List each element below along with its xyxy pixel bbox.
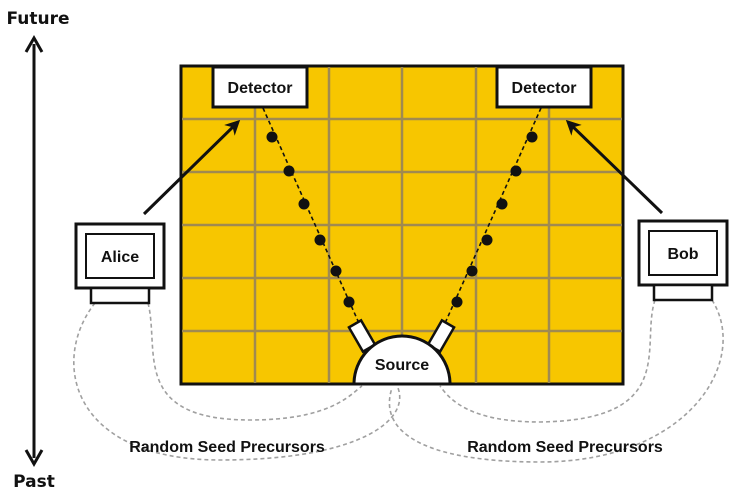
bob-label: Bob: [667, 246, 698, 263]
source: Source: [347, 318, 456, 386]
right-photon-dot: [451, 296, 463, 308]
left-photon-dot: [298, 198, 310, 210]
left-detector-label: Detector: [228, 80, 293, 97]
right-photon-dot: [496, 198, 508, 210]
right-precursor-outer-curve: [388, 299, 724, 463]
left-precursor-label: Random Seed Precursors: [129, 439, 325, 456]
left-detector: Detector: [211, 65, 309, 109]
left-precursor-outer-curve: [73, 302, 401, 461]
right-photon-dot: [510, 165, 522, 177]
spacetime-grid: [179, 64, 625, 386]
left-photon-dot: [330, 265, 342, 277]
grid-lines: [182, 67, 622, 383]
past-label: Past: [13, 472, 55, 492]
setting-arrows: [142, 119, 664, 216]
right-photon-dot: [466, 265, 478, 277]
left-detector-box: [211, 65, 309, 109]
right-photon-dot: [481, 234, 493, 246]
alice-screen: [85, 233, 155, 279]
left-photon-dot: [283, 165, 295, 177]
right-detector-box: [495, 65, 593, 109]
left-photon-dot: [314, 234, 326, 246]
right-detector-label: Detector: [512, 80, 577, 97]
precursor-curves: [73, 299, 724, 463]
time-axis-up-arrowhead: [24, 34, 44, 53]
source-label: Source: [375, 357, 429, 374]
right-photon-path: [441, 107, 542, 331]
bob-screen: [648, 230, 718, 276]
alice-label: Alice: [101, 249, 139, 266]
alice-stand: [89, 286, 151, 305]
left-photon-path: [262, 107, 363, 331]
alice-computer: Alice: [74, 222, 166, 305]
bob-to-detector-arrow: [565, 119, 664, 215]
alice-to-detector-arrow: [142, 119, 241, 216]
right-precursor-label: Random Seed Precursors: [467, 439, 663, 456]
future-label: Future: [6, 9, 69, 29]
right-detector: Detector: [495, 65, 593, 109]
bob-computer: Bob: [637, 219, 729, 302]
left-photon-dot: [266, 131, 278, 143]
bob-stand: [652, 283, 714, 302]
left-photon-dot: [343, 296, 355, 308]
right-photon-dot: [526, 131, 538, 143]
right-precursor-inner-curve: [439, 299, 656, 423]
time-axis: Future Past: [6, 9, 69, 492]
photon-paths: [262, 107, 542, 331]
source-dome: [352, 334, 452, 386]
left-precursor-inner-curve: [147, 302, 363, 421]
time-axis-down-arrowhead: [24, 449, 44, 468]
